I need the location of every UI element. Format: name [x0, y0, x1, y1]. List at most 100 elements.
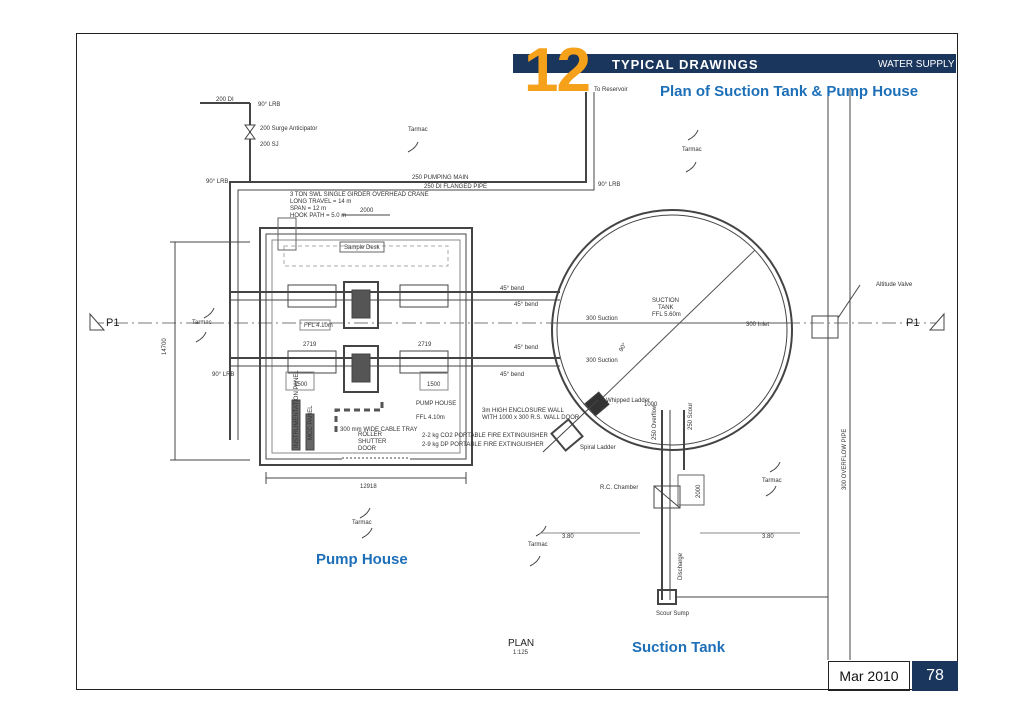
- dim-1000: 1000: [644, 402, 658, 408]
- pump-house-text: PUMP HOUSE: [416, 401, 456, 407]
- bend-90-label: 90°: [619, 342, 629, 353]
- dim-12918: 12918: [360, 484, 377, 490]
- suction-tank-label: Suction Tank: [632, 639, 726, 656]
- tarmac-label: Tarmac: [192, 320, 212, 326]
- suction-label: 300 Suction: [586, 358, 618, 364]
- lrb-label: 90° LRB: [212, 372, 234, 378]
- mcc-panel-label: MCC PANEL: [308, 405, 314, 440]
- tarmac-label: Tarmac: [352, 520, 372, 526]
- tarmac-label: Tarmac: [762, 478, 782, 484]
- dim-2000-chamber: 2000: [696, 484, 702, 498]
- motor-core: [351, 289, 371, 319]
- discharge-label: Discharge: [678, 552, 684, 580]
- roller-text: ROLLER: [358, 432, 383, 438]
- bend-label: 45° bend: [514, 302, 538, 308]
- inlet-label: 300 Inlet: [746, 322, 769, 328]
- crane-note: SPAN = 12 m: [290, 206, 326, 212]
- tarmac-label: Tarmac: [682, 147, 702, 153]
- section-title: TYPICAL DRAWINGS: [612, 57, 759, 72]
- date-box: Mar 2010: [828, 661, 910, 691]
- scour-label: 250 Scour: [688, 403, 694, 430]
- lrb-label: 90° LRB: [598, 182, 620, 188]
- page-number: 78: [912, 661, 958, 691]
- pumping-main: [229, 92, 587, 440]
- pump-house-label: Pump House: [316, 551, 408, 568]
- dim-14700: 14700: [162, 338, 168, 355]
- section-label-left: P1: [106, 317, 119, 329]
- plan-scale: 1:125: [513, 650, 529, 656]
- plinth: [419, 371, 449, 391]
- cable-tray: [334, 400, 384, 432]
- pump-house-wall: [259, 227, 473, 466]
- sample-desk-label: Sample Desk: [344, 245, 381, 251]
- pump-unit: [287, 350, 337, 374]
- tank-name-2: TANK: [658, 305, 674, 311]
- crane-note: 3 TON SWL SINGLE GIRDER OVERHEAD CRANE: [290, 192, 429, 198]
- suction-tank-inner: [556, 214, 788, 446]
- dim-1500-a: 1500: [294, 382, 308, 388]
- sample-desk: [339, 241, 385, 253]
- overflow-label: 250 Overflow: [652, 404, 658, 440]
- motor-core: [351, 353, 371, 383]
- section-tag: WATER SUPPLY: [878, 59, 955, 70]
- enclosure-label: WITH 1000 x 300 R.S. WALL DOOR: [482, 415, 580, 421]
- dim-1500-b: 1500: [427, 382, 441, 388]
- whipped-ladder-label: Whipped Ladder: [606, 398, 650, 404]
- scour-sump-label: Scour Sump: [656, 611, 690, 617]
- bend-label: 45° bend: [500, 372, 524, 378]
- header-bar: [513, 54, 956, 73]
- pump-unit: [399, 350, 449, 374]
- ffl-tag: [299, 319, 331, 331]
- dim-380-right: 3.80: [762, 534, 774, 540]
- dim-2000-top: 2000: [360, 208, 374, 214]
- dim-2719-b: 2719: [418, 342, 432, 348]
- pumping-main-inner: [237, 92, 595, 440]
- suction-label: 300 Suction: [586, 316, 618, 322]
- pump-unit: [287, 284, 337, 308]
- to-reservoir: To Reservoir: [594, 87, 628, 93]
- tank-ffl: FFL 5.60m: [652, 312, 681, 318]
- roller-text: DOOR: [358, 446, 377, 452]
- chapter-number: 12: [524, 36, 591, 105]
- motor-unit: [343, 281, 379, 329]
- tarmac-label: Tarmac: [528, 542, 548, 548]
- pumping-main-label: 250 PUMPING MAIN: [412, 175, 468, 181]
- spiral-ladder: [550, 418, 584, 452]
- page-title: Plan of Suction Tank & Pump House: [660, 83, 919, 100]
- crane-note: HOOK PATH = 5.0 m: [290, 213, 346, 219]
- ffl-label: FFL 4.10m: [304, 323, 333, 329]
- altitude-valve-label: Altitude Valve: [876, 282, 913, 288]
- plinth: [285, 371, 315, 391]
- flanged-pipe-label: 250 DI FLANGED PIPE: [424, 184, 487, 190]
- suction-tank-wall: [551, 209, 793, 451]
- motor-unit: [343, 345, 379, 393]
- section-arrow-left: [89, 312, 106, 331]
- section-label-right: P1: [906, 317, 919, 329]
- di-label: 200 DI: [216, 97, 234, 103]
- surge-label: 200 Surge Anticipator: [260, 126, 317, 132]
- rc-chamber: [653, 485, 681, 509]
- dim-2719-a: 2719: [303, 342, 317, 348]
- instr-panel-label: INSTRUMENTATION PANEL: [294, 370, 300, 448]
- rc-chamber-label: R.C. Chamber: [600, 485, 638, 491]
- tarmac-label: Tarmac: [408, 127, 428, 133]
- mcc-panel: [305, 413, 315, 451]
- lrb-label: 90° LRB: [206, 179, 228, 185]
- tank-diameter-line: [594, 249, 756, 406]
- crane-label-box: [277, 217, 297, 251]
- spiral-ladder-label: Spiral Ladder: [580, 445, 616, 451]
- valve-symbol: [244, 124, 256, 133]
- bend-label: 45° bend: [500, 286, 524, 292]
- enclosure-label: 3m HIGH ENCLOSURE WALL: [482, 408, 564, 414]
- ffl-label-b: FFL 4.10m: [416, 415, 445, 421]
- cable-tray-label: 300 mm WIDE CABLE TRAY: [340, 427, 417, 433]
- chamber-outline: [677, 474, 705, 506]
- lrb-label: 90° LRB: [258, 102, 280, 108]
- bend-label: 45° bend: [514, 345, 538, 351]
- drawing-frame: [76, 33, 958, 690]
- pump-house-floor: [271, 239, 461, 454]
- tarmac-mark: [407, 141, 419, 153]
- crane-zone: [283, 245, 449, 267]
- crane-note: LONG TRAVEL = 14 m: [290, 199, 351, 205]
